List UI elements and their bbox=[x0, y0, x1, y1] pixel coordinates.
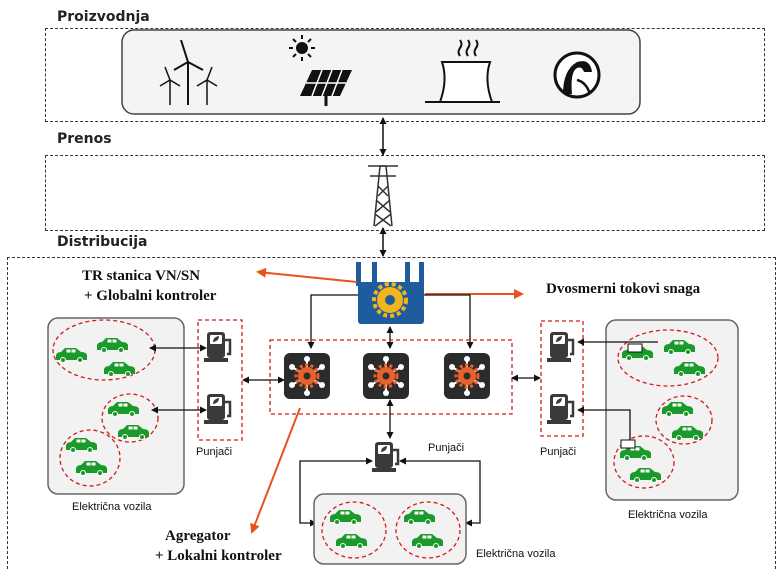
link-sub-agg1 bbox=[307, 294, 358, 349]
chargers-bottom-label: Punjači bbox=[428, 442, 465, 454]
chargers-left-label: Punjači bbox=[196, 446, 233, 458]
ev-left-label: Električna vozila bbox=[72, 501, 152, 513]
substation-label-2: + Globalni kontroler bbox=[84, 288, 217, 304]
distribution-title: Distribucija bbox=[57, 234, 148, 250]
substation-label-1: TR stanica VN/SN bbox=[82, 268, 201, 284]
ev-charger-icon bbox=[545, 330, 575, 364]
left-charger-cluster bbox=[197, 319, 243, 441]
transmission-title: Prenos bbox=[57, 131, 112, 147]
ev-charger-icon bbox=[370, 440, 400, 474]
ev-charger-icon bbox=[202, 330, 232, 364]
right-charger-cluster bbox=[540, 320, 584, 437]
link-charger-bottom-ev1 bbox=[299, 457, 373, 527]
chargers-right-label: Punjači bbox=[540, 446, 577, 458]
transmission-area bbox=[45, 155, 765, 231]
link-charger-bottom-ev2 bbox=[399, 457, 481, 527]
bottom-ev-box bbox=[313, 493, 467, 565]
production-area bbox=[45, 28, 765, 122]
power-plant-icon bbox=[425, 39, 500, 103]
ev-charger-icon bbox=[545, 392, 575, 426]
distribution-area bbox=[7, 257, 776, 569]
substation-label-arrow bbox=[256, 267, 358, 283]
solar-panel-icon bbox=[289, 35, 352, 106]
transmission-tower-icon bbox=[368, 165, 398, 227]
production-title: Proizvodnja bbox=[57, 9, 150, 25]
aggregator-icon-2 bbox=[361, 351, 411, 401]
ev-bottom-label: Električna vozila bbox=[476, 548, 556, 560]
aggregator-label-2: + Lokalni kontroler bbox=[155, 548, 282, 564]
ev-right-label: Električna vozila bbox=[628, 509, 708, 521]
hydro-dam-icon bbox=[553, 51, 601, 99]
link-ev-right-charger2 bbox=[577, 406, 631, 440]
link-sub-agg3 bbox=[424, 294, 474, 349]
production-panel bbox=[121, 29, 641, 115]
bidirectional-label: Dvosmerni tokovi snaga bbox=[546, 281, 701, 297]
wind-turbines-icon bbox=[159, 39, 218, 105]
aggregator-label-arrow bbox=[250, 407, 301, 534]
aggregator-icon-1 bbox=[282, 351, 332, 401]
ev-charger-icon bbox=[202, 392, 232, 426]
aggregator-label-1: Agregator bbox=[165, 528, 231, 544]
substation-transformer-icon bbox=[356, 262, 424, 324]
aggregator-icon-3 bbox=[442, 351, 492, 401]
